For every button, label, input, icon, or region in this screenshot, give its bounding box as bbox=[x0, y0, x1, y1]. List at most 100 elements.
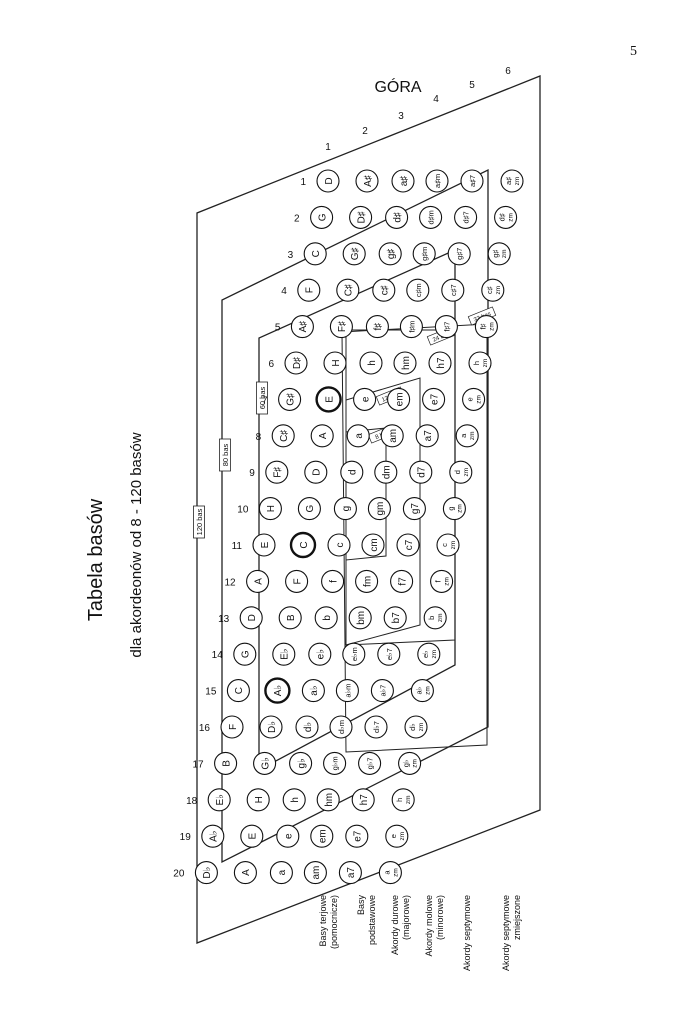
bass-button: a♭7 bbox=[370, 679, 394, 703]
row-number: 6 bbox=[268, 359, 274, 370]
svg-text:zm: zm bbox=[450, 541, 457, 550]
svg-text:F: F bbox=[292, 578, 303, 584]
svg-text:H: H bbox=[331, 359, 342, 366]
bass-button: G bbox=[310, 205, 334, 229]
bass-button: a7 bbox=[338, 861, 362, 885]
bass-button: e7 bbox=[345, 824, 369, 848]
bass-button: g♯ bbox=[378, 242, 402, 266]
svg-text:d♯: d♯ bbox=[498, 213, 507, 221]
bass-button: g7 bbox=[402, 497, 426, 521]
svg-text:c♯7: c♯7 bbox=[449, 284, 458, 296]
bass-button: C bbox=[289, 531, 317, 559]
bass-button: F bbox=[285, 569, 309, 593]
svg-text:a: a bbox=[459, 433, 468, 438]
bass-button: em bbox=[310, 824, 334, 848]
svg-text:d: d bbox=[453, 470, 462, 474]
bass-button: C♯ bbox=[271, 424, 295, 448]
svg-text:zm: zm bbox=[412, 759, 419, 768]
row-number: 20 bbox=[173, 869, 185, 880]
svg-text:C: C bbox=[311, 250, 322, 257]
svg-text:b: b bbox=[427, 616, 436, 620]
bass-button: d♭7 bbox=[364, 715, 388, 739]
bass-button: em bbox=[387, 387, 411, 411]
svg-text:podstawowe: podstawowe bbox=[367, 895, 377, 945]
bass-button: h7 bbox=[351, 788, 375, 812]
svg-text:a♭: a♭ bbox=[309, 685, 320, 696]
bass-button: A bbox=[310, 424, 334, 448]
svg-text:zm: zm bbox=[418, 723, 425, 732]
svg-text:E: E bbox=[324, 396, 335, 403]
row-number: 7 bbox=[262, 395, 268, 406]
bass-button: a♭ bbox=[301, 679, 325, 703]
row-number: 17 bbox=[192, 759, 204, 770]
svg-text:a7: a7 bbox=[423, 430, 434, 442]
bass-button: D♭ bbox=[259, 715, 283, 739]
bass-button: e bbox=[353, 387, 377, 411]
bass-button: g♭7 bbox=[358, 751, 382, 775]
bass-button: d♭ bbox=[295, 715, 319, 739]
svg-text:d♯m: d♯m bbox=[427, 210, 436, 224]
svg-text:cm: cm bbox=[369, 538, 380, 551]
svg-text:D♭: D♭ bbox=[202, 866, 213, 878]
svg-text:d♯7: d♯7 bbox=[462, 211, 471, 223]
bass-button: B bbox=[278, 606, 302, 630]
svg-text:fm: fm bbox=[362, 576, 373, 587]
bass-button: g♯zm bbox=[487, 242, 511, 266]
bass-button: a♯zm bbox=[500, 169, 524, 193]
svg-text:e♭m: e♭m bbox=[350, 647, 359, 661]
svg-text:zm: zm bbox=[444, 577, 451, 586]
svg-text:g: g bbox=[341, 506, 352, 512]
svg-text:g♭: g♭ bbox=[296, 758, 307, 769]
bass-button: g♭m bbox=[323, 751, 347, 775]
svg-text:g♭: g♭ bbox=[402, 760, 411, 768]
svg-text:d: d bbox=[348, 469, 359, 475]
svg-text:e: e bbox=[389, 834, 398, 838]
svg-text:d♭7: d♭7 bbox=[372, 721, 381, 733]
svg-text:a♭m: a♭m bbox=[343, 684, 352, 698]
svg-text:G: G bbox=[317, 213, 328, 221]
svg-text:dla akordeonów od 8 - 120 basó: dla akordeonów od 8 - 120 basów bbox=[128, 432, 145, 657]
svg-text:A: A bbox=[318, 432, 329, 439]
row-number: 4 bbox=[281, 286, 287, 297]
bass-button: C bbox=[226, 679, 250, 703]
bass-button: fm bbox=[355, 569, 379, 593]
bass-button: d♯m bbox=[419, 205, 443, 229]
bass-button: E♭ bbox=[272, 642, 296, 666]
bass-button: G bbox=[297, 497, 321, 521]
frame-0 bbox=[196, 75, 541, 944]
svg-text:hm: hm bbox=[401, 356, 412, 370]
svg-text:H: H bbox=[254, 796, 265, 803]
bass-button: hm bbox=[393, 351, 417, 375]
bass-button: b7 bbox=[383, 606, 407, 630]
svg-text:f♯: f♯ bbox=[478, 323, 487, 329]
svg-text:c7: c7 bbox=[404, 539, 415, 550]
row-label: Akordy molowe(minorowe) bbox=[424, 895, 445, 957]
svg-text:A♭: A♭ bbox=[209, 830, 220, 842]
svg-text:zm: zm bbox=[501, 249, 508, 258]
svg-text:f♯: f♯ bbox=[373, 323, 384, 331]
svg-text:g: g bbox=[446, 507, 455, 511]
bass-button: e♭zm bbox=[417, 642, 441, 666]
svg-text:e♭: e♭ bbox=[316, 649, 327, 660]
row-number: 3 bbox=[288, 250, 294, 261]
row-number: 15 bbox=[205, 687, 217, 698]
column-number: 3 bbox=[398, 111, 404, 122]
bass-button: g♯7 bbox=[447, 242, 471, 266]
svg-text:e7: e7 bbox=[429, 393, 440, 405]
bass-button: am bbox=[380, 424, 404, 448]
row-number: 18 bbox=[186, 796, 198, 807]
bass-button: a♯7 bbox=[460, 169, 484, 193]
bass-button: h bbox=[359, 351, 383, 375]
svg-text:zm: zm bbox=[508, 213, 515, 222]
bass-button: C bbox=[303, 242, 327, 266]
row-number: 2 bbox=[294, 213, 300, 224]
page-title: Tabela basów bbox=[85, 498, 107, 621]
svg-text:am: am bbox=[388, 429, 399, 443]
bass-button: gm bbox=[367, 497, 391, 521]
svg-text:dm: dm bbox=[382, 465, 393, 479]
